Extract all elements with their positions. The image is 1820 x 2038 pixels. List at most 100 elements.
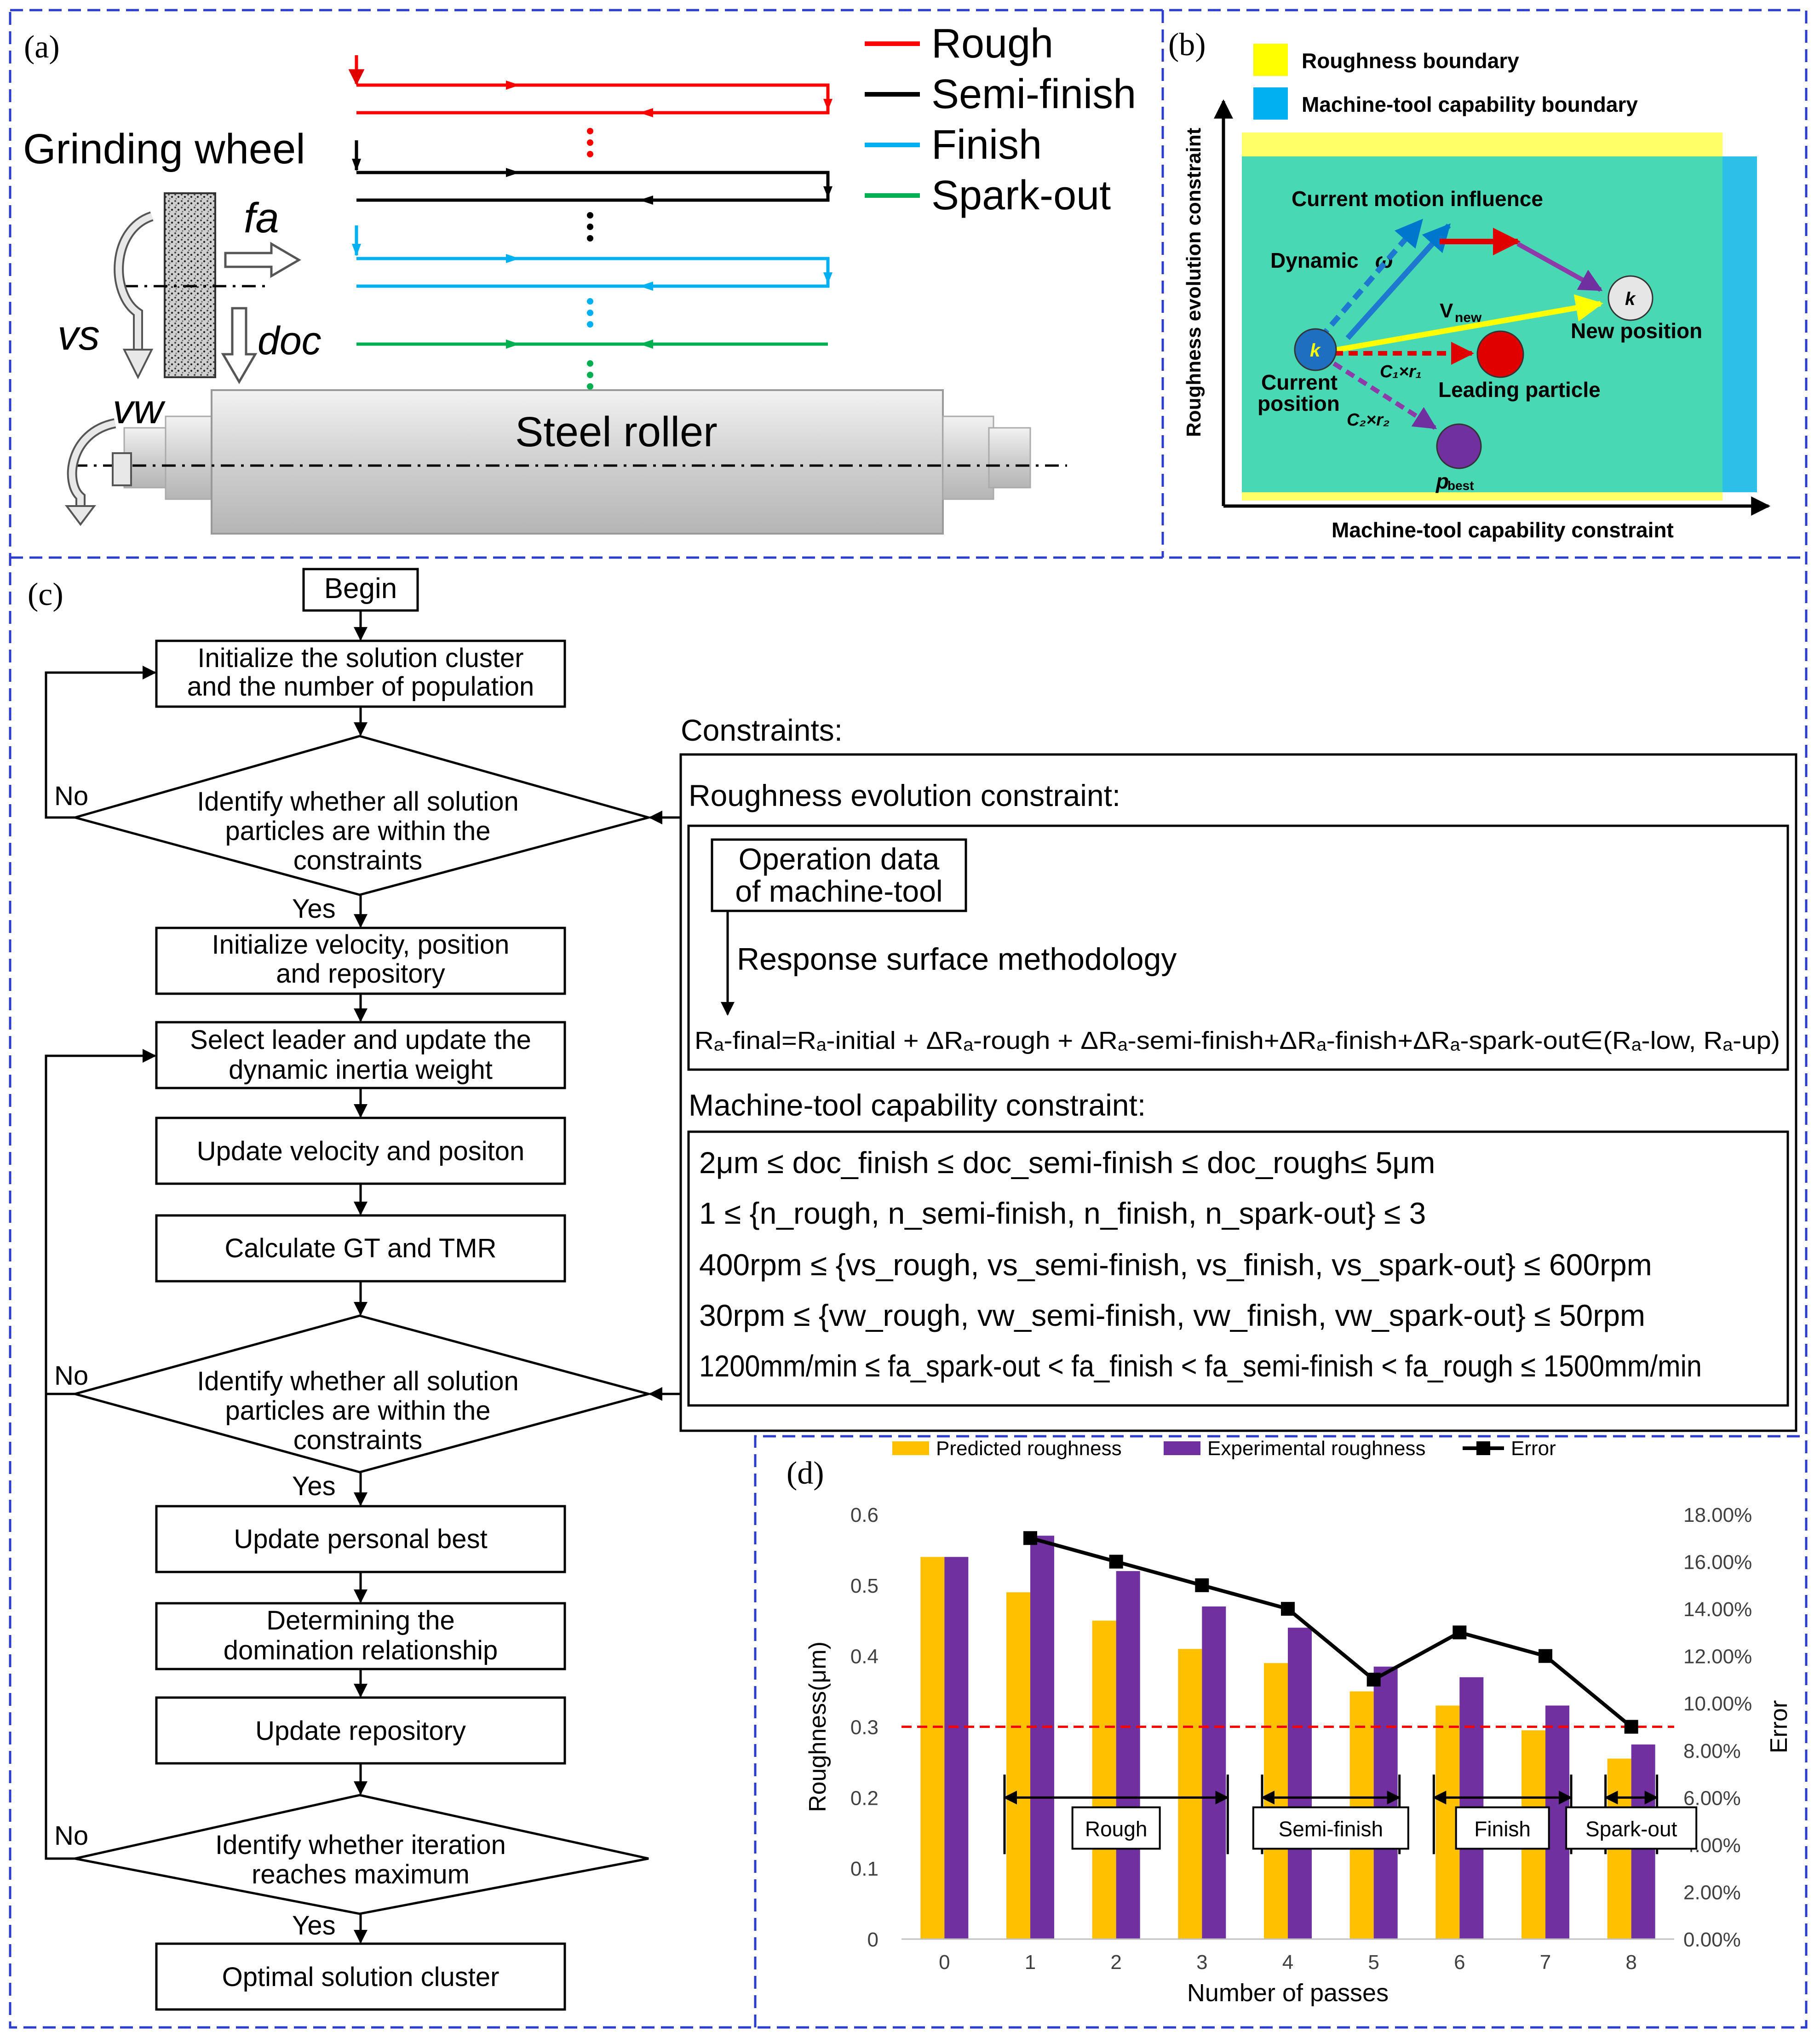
init-box (155, 639, 566, 708)
roller-right-shaft (988, 427, 1031, 489)
vw-rotation-arrow (65, 418, 132, 526)
error-point-5 (1366, 1672, 1381, 1687)
bar-experimental-3 (1202, 1606, 1226, 1939)
ra-formula: Rₐ-final=Rₐ-initial + ΔRₐ-rough + ΔRₐ-se… (695, 1027, 1780, 1054)
constraints-title: Constraints: (681, 713, 843, 747)
select-leader-box (155, 1021, 566, 1089)
legend-swatch-predicted (892, 1441, 929, 1455)
panel-d-label: (d) (787, 1456, 824, 1491)
error-point-6 (1453, 1625, 1467, 1640)
legend-b-swatch-roughness (1253, 44, 1288, 76)
bar-experimental-0 (944, 1557, 969, 1939)
y-tick-label: 0.6 (850, 1504, 878, 1526)
stage-label-0: Rough (1085, 1817, 1148, 1841)
path-semi-finish (352, 140, 832, 205)
init-text-1: Initialize the solution cluster (197, 643, 523, 673)
bar-predicted-3 (1178, 1649, 1202, 1939)
pbest-dashed-vector (1332, 361, 1437, 430)
init-velocity-text-1: Initialize velocity, position (212, 930, 510, 960)
pbest-label: p (1435, 469, 1449, 493)
c1r1-label: C₁×r₁ (1380, 362, 1422, 381)
bar-predicted-2 (1092, 1620, 1116, 1939)
new-position-label: New position (1571, 319, 1702, 343)
y-tick-label: 0 (867, 1929, 878, 1951)
constraint-line-5: 1200mm/min ≤ fa_spark-out < fa_finish < … (699, 1349, 1702, 1383)
legend-b-machine: Machine-tool capability boundary (1302, 92, 1638, 116)
y2-tick-label: 18.00% (1683, 1504, 1752, 1526)
legend-a-finish: Finish (931, 122, 1042, 168)
x-axis-title: Number of passes (1187, 1979, 1389, 2007)
stage-box-0 (1071, 1806, 1161, 1850)
roller-right-neck (942, 415, 994, 500)
doc-arrow (221, 307, 258, 384)
y2-tick-label: 6.00% (1683, 1787, 1741, 1809)
error-point-3 (1195, 1578, 1209, 1592)
y2-tick-label: 12.00% (1683, 1646, 1752, 1668)
y-axis-title: Roughness(μm) (804, 1641, 831, 1812)
current-particle (1294, 328, 1337, 371)
legend-a-semi-finish: Semi-finish (931, 71, 1136, 117)
legend-a-rough: Rough (931, 21, 1053, 67)
panel-b: (b) Roughness boundary Machine-tool capa… (1168, 27, 1771, 542)
panel-d: (d) 00.10.20.30.40.50.60.00%2.00%4.00%6.… (787, 1437, 1792, 2007)
vnew-sub: new (1455, 310, 1482, 325)
error-point-8 (1624, 1720, 1638, 1734)
path-rough (348, 55, 832, 117)
y2-tick-label: 2.00% (1683, 1881, 1741, 1904)
y2-tick-label: 8.00% (1683, 1740, 1741, 1762)
dots-rough (587, 128, 593, 157)
machine-constraint-title: Machine-tool capability constraint: (689, 1088, 1146, 1122)
path-spark-out (356, 340, 828, 349)
x-tick-label: 3 (1196, 1951, 1207, 1974)
legend-swatch-error-marker (1476, 1441, 1490, 1455)
optimal-box (155, 1942, 566, 2011)
begin-box (302, 568, 419, 612)
identify2-text-3: constraints (293, 1425, 422, 1455)
y2-axis-title: Error (1766, 1700, 1792, 1754)
fa-label: fa (244, 195, 279, 242)
x-tick-label: 5 (1368, 1951, 1379, 1974)
roller-left-neck (165, 415, 217, 500)
steel-roller-label: Steel roller (515, 409, 718, 455)
current-particle-k: k (1310, 340, 1321, 361)
stage-label-3: Spark-out (1585, 1817, 1677, 1841)
grinding-wheel-label: Grinding wheel (23, 126, 305, 173)
iteration-text-2: reaches maximum (252, 1860, 470, 1889)
legend-swatch-experimental (1164, 1441, 1200, 1455)
error-point-2 (1109, 1554, 1123, 1569)
constraint-line-3: 400rpm ≤ {vs_rough, vs_semi-finish, vs_f… (699, 1248, 1652, 1282)
doc-label: doc (258, 319, 322, 363)
dots-finish (587, 298, 593, 328)
personal-best-text: Update personal best (234, 1524, 487, 1554)
yes-label-3: Yes (292, 1911, 336, 1940)
panel-c: (c) Begin Initialize the solution cluste… (28, 568, 1797, 2011)
motion-purple-vector (1516, 242, 1603, 292)
optimal-text: Optimal solution cluster (222, 1962, 499, 1992)
update-repository-text: Update repository (255, 1716, 466, 1746)
new-position-particle (1608, 275, 1654, 321)
y2-tick-label: 0.00% (1683, 1929, 1741, 1951)
identify1-text-1: Identify whether all solution (197, 787, 519, 817)
bar-experimental-5 (1373, 1666, 1398, 1939)
dots-semi-finish (587, 212, 593, 242)
dots-spark-out (587, 360, 593, 390)
y2-tick-label: 10.00% (1683, 1693, 1752, 1715)
legend-error: Error (1511, 1437, 1556, 1460)
x-tick-label: 8 (1625, 1951, 1636, 1974)
b-y-axis-label: Roughness evolution constraint (1183, 127, 1205, 437)
dynamic-label: Dynamic (1270, 248, 1359, 272)
error-line (1029, 1536, 1633, 1728)
rsm-text: Response surface methodology (737, 942, 1177, 977)
iteration-text-1: Identify whether iteration (215, 1830, 506, 1860)
operation-data-text-1: Operation data (739, 842, 940, 876)
x-tick-label: 0 (939, 1951, 950, 1974)
update-repository-box (155, 1696, 566, 1765)
panel-c-label: (c) (28, 577, 63, 612)
machine-constraint-box (687, 1130, 1789, 1407)
update-velocity-box (155, 1117, 566, 1185)
x-tick-label: 6 (1454, 1951, 1465, 1974)
bar-experimental-1 (1030, 1536, 1054, 1939)
path-finish (352, 225, 832, 291)
motion-influence-label: Current motion influence (1292, 187, 1543, 211)
